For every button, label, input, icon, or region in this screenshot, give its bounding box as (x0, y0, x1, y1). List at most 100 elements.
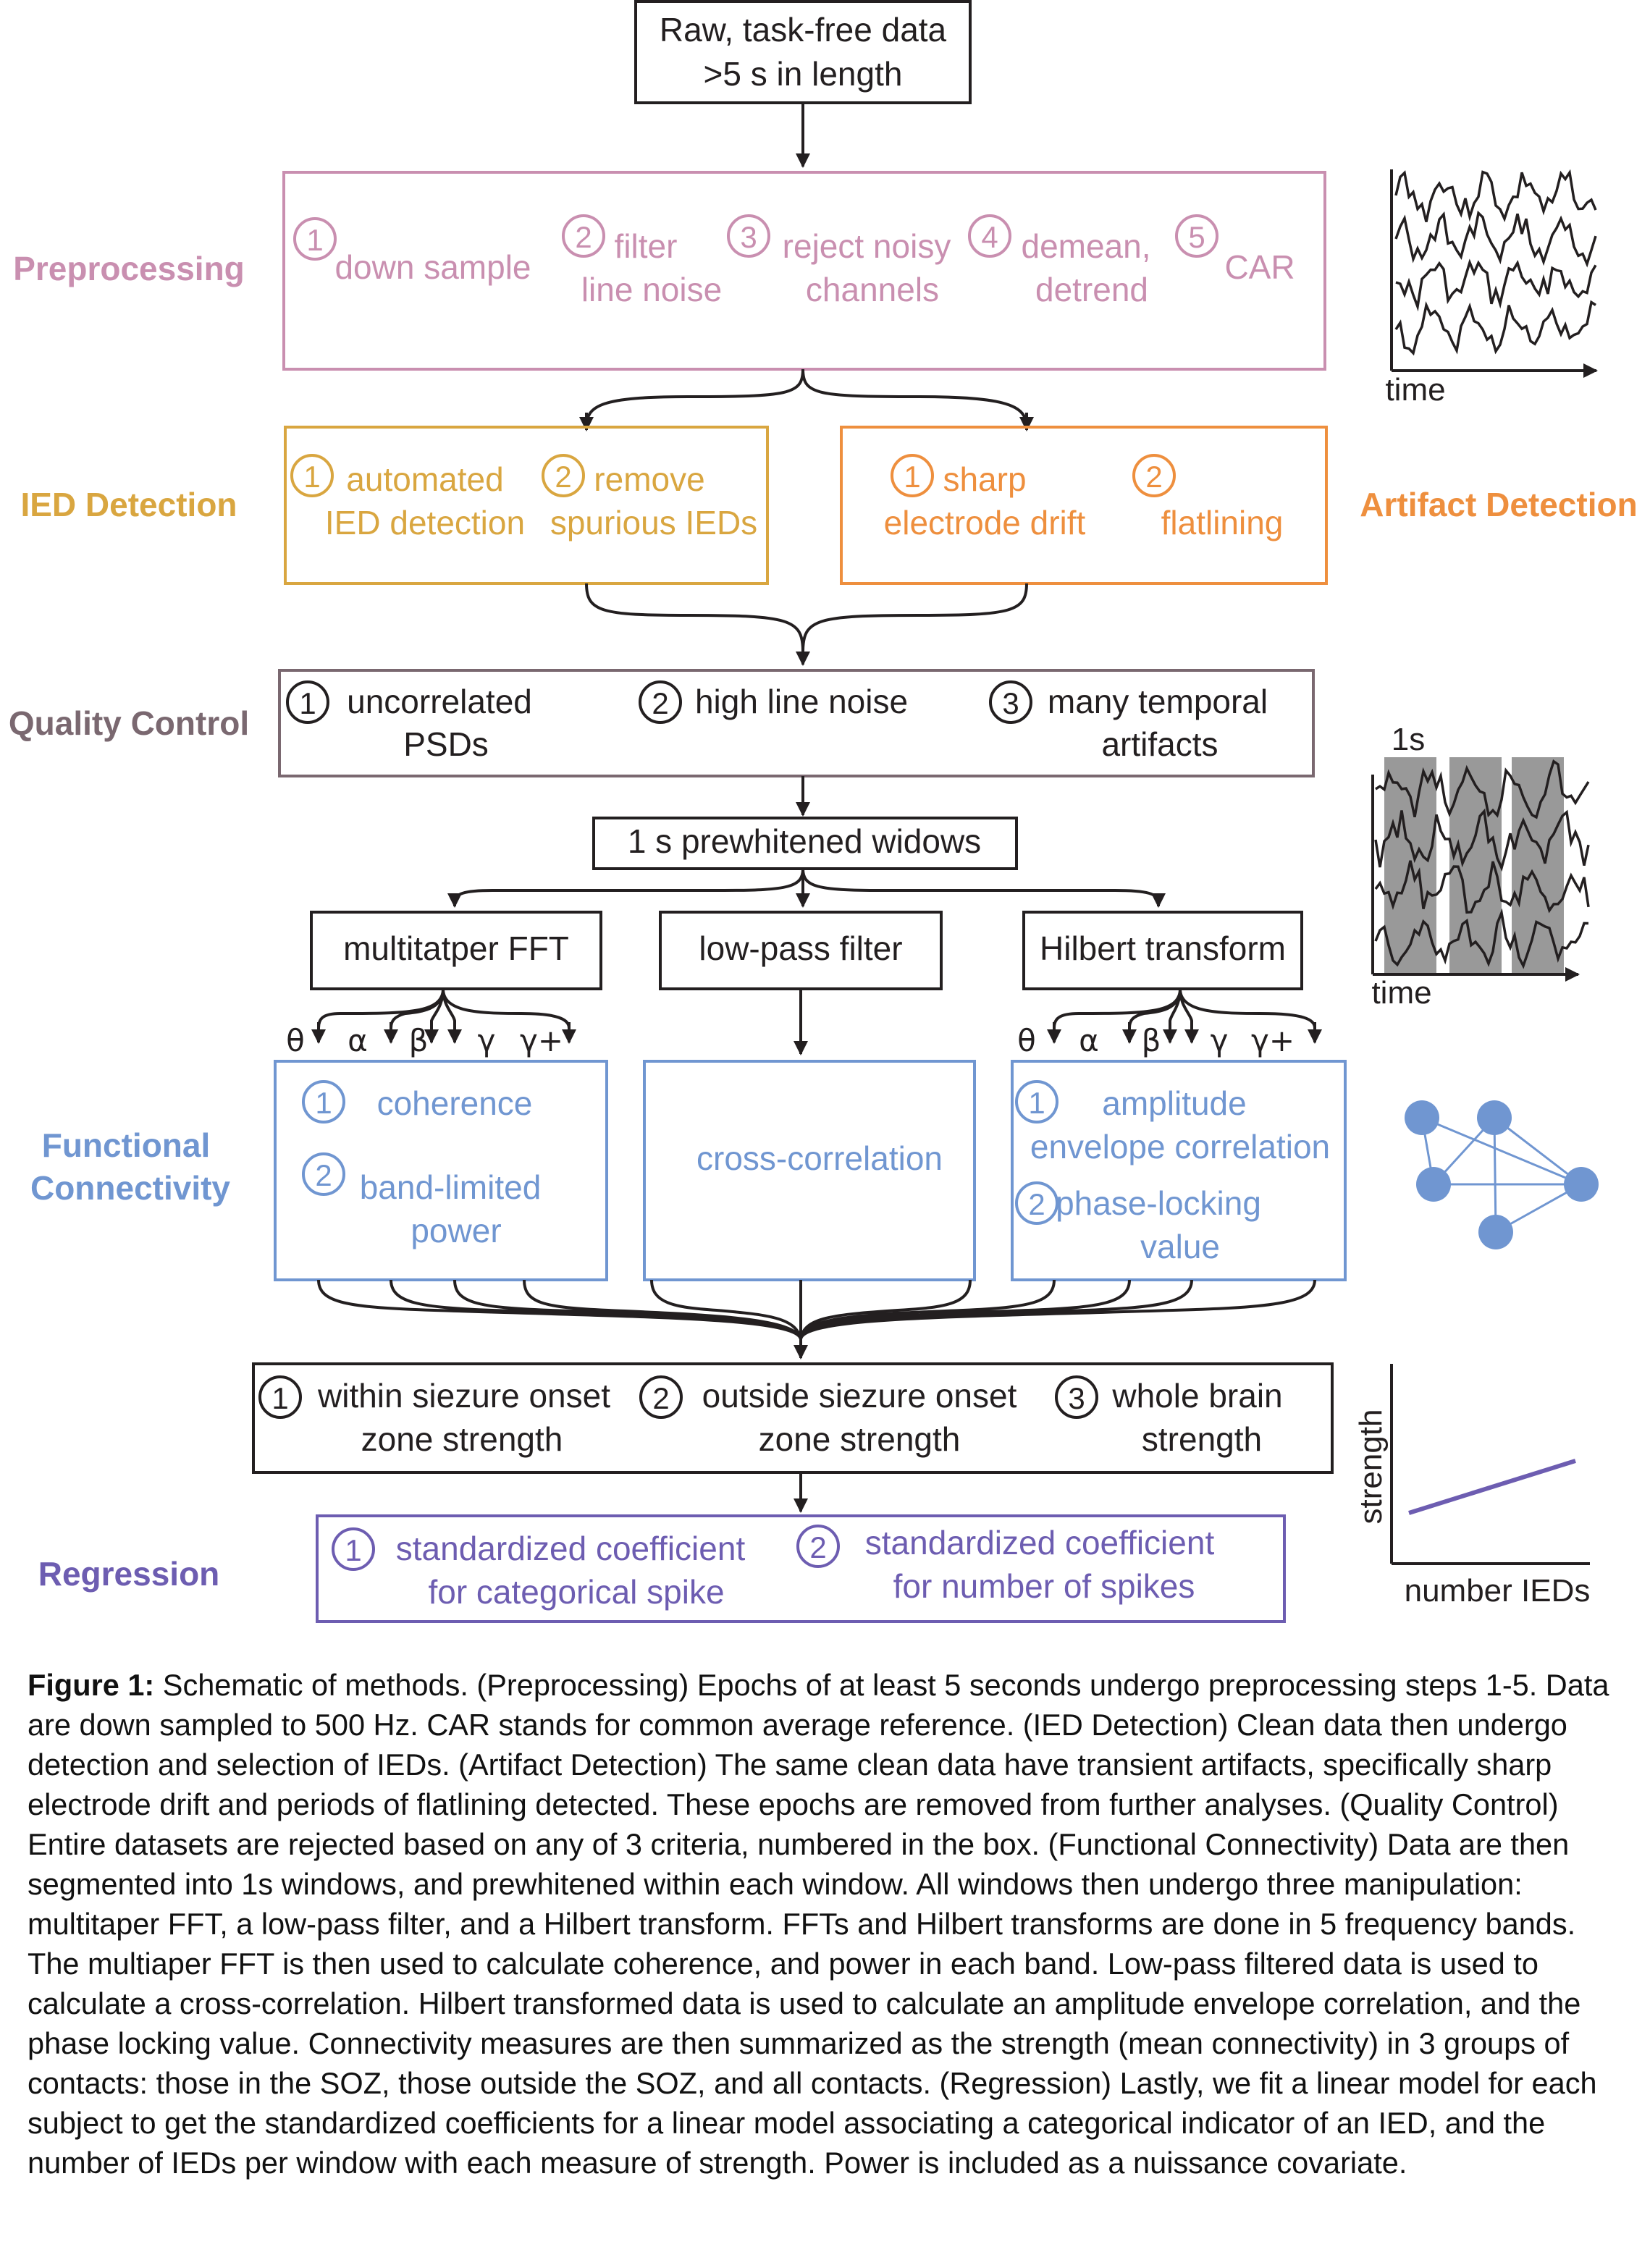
step-number-circle (1015, 1080, 1058, 1124)
step-number: 2 (575, 220, 592, 254)
preprocessing-step-4-line1: demean, (1021, 227, 1150, 265)
signal-trace (1374, 860, 1590, 914)
merge-detection-to-qc (585, 583, 1028, 652)
step-number-circle (293, 217, 337, 261)
signal-trace (1395, 258, 1597, 312)
lowpass-label: low-pass filter (699, 929, 902, 967)
step-number-circle (796, 1525, 840, 1568)
merge-connectivity-to-strength (317, 1279, 1316, 1340)
step-number: 1 (904, 460, 920, 494)
start-line1: Raw, task-free data (660, 11, 947, 49)
step-number: 1 (1028, 1086, 1045, 1120)
regression-line (1408, 1459, 1576, 1515)
methods-flow-diagram: Raw, task-free data >5 s in length Prepr… (9, 0, 1638, 1623)
step-number: 5 (1188, 220, 1205, 254)
step-number-circle (1175, 214, 1218, 258)
step-number-circle (302, 1152, 345, 1196)
fft-measures-box: 1 coherence 2 band-limited power (274, 1060, 608, 1281)
branch-preprocessing-to-detection (585, 368, 1028, 428)
number-spikes-coef-line2: for number of spikes (893, 1567, 1195, 1605)
number-spikes-coef-line1: standardized coefficient (865, 1524, 1215, 1561)
qc-step-1-line2: PSDs (403, 725, 489, 763)
band-theta: θ (286, 1023, 305, 1058)
signal-trace (1394, 210, 1597, 268)
artifact-detection-box: 1 sharp electrode drift 2 flatlining (840, 426, 1328, 585)
signal-trace (1375, 759, 1590, 819)
network-node (1416, 1167, 1451, 1202)
step-number: 2 (555, 460, 571, 494)
fft-box: multitatper FFT (310, 911, 602, 990)
outside-soz-strength-line2: zone strength (759, 1420, 961, 1458)
windowed-traces-time-label: time (1371, 975, 1431, 1011)
quality-control-label: Quality Control (9, 704, 249, 742)
artifact-step-1-line1: sharp (943, 460, 1026, 498)
step-number-circle (639, 1375, 683, 1419)
band-power-measure-line2: power (411, 1212, 501, 1249)
step-number: 4 (981, 220, 998, 254)
ied-step-1-line2: IED detection (325, 504, 525, 541)
hilbert-label: Hilbert transform (1040, 929, 1286, 967)
raw-trace-group (1394, 169, 1597, 356)
window-duration-label: 1s (1392, 722, 1425, 757)
band-theta: θ (1017, 1023, 1036, 1058)
step-number-circle (1015, 1181, 1058, 1225)
step-number-circle (542, 454, 585, 497)
step-number: 2 (1028, 1187, 1045, 1221)
preprocessing-step-2-line2: line noise (581, 271, 722, 308)
step-number-circle (290, 454, 334, 497)
signal-trace (1394, 300, 1596, 356)
preprocessing-step-1: down sample (334, 248, 531, 286)
network-node (1478, 1215, 1513, 1249)
figure-caption: Figure 1: Schematic of methods. (Preproc… (28, 1665, 1620, 2183)
band-gamma: γ (478, 1023, 496, 1058)
soz-strength-line2: zone strength (361, 1420, 563, 1458)
windows-box-label: 1 s prewhitened widows (628, 822, 981, 860)
start-box: Raw, task-free data >5 s in length (634, 0, 972, 104)
strength-vs-ieds-inset: strength number IEDs (1353, 1364, 1590, 1609)
connectivity-label-line2: Connectivity (30, 1169, 230, 1207)
preprocessing-step-3-line2: channels (806, 271, 939, 308)
step-number-circle (332, 1527, 375, 1571)
qc-step-3-line2: artifacts (1101, 725, 1218, 763)
step-number-circle (891, 454, 934, 497)
amplitude-envelope-line2: envelope correlation (1030, 1128, 1330, 1165)
hilbert-band-labels: θ α β γ γ+ (1017, 1023, 1295, 1058)
outside-soz-strength-line1: outside siezure onset (702, 1377, 1017, 1415)
windowed-trace-group (1374, 759, 1590, 969)
fft-band-labels: θ α β γ γ+ (286, 1023, 563, 1058)
raw-traces-time-label: time (1385, 372, 1445, 408)
signal-trace (1374, 908, 1589, 969)
step-number-circle (286, 680, 329, 724)
regression-label: Regression (38, 1555, 220, 1593)
band-gamma: γ (1211, 1023, 1229, 1058)
fft-label: multitatper FFT (343, 929, 569, 967)
raw-traces-inset: time (1385, 169, 1598, 408)
step-number-circle (727, 214, 770, 258)
whole-brain-strength-line2: strength (1142, 1420, 1262, 1458)
artifact-step-1-line2: electrode drift (884, 504, 1086, 541)
soz-strength-line1: within siezure onset (317, 1377, 610, 1415)
ied-step-1-line1: automated (346, 460, 503, 498)
signal-trace (1394, 169, 1597, 223)
quality-control-box: 1 uncorrelated PSDs 2 high line noise 3 … (278, 669, 1315, 777)
step-number: 2 (809, 1530, 826, 1564)
ied-detection-box: 1 automated IED detection 2 remove spuri… (284, 426, 769, 585)
signal-trace (1374, 808, 1590, 872)
phase-locking-line1: phase-locking (1056, 1184, 1261, 1222)
step-number: 1 (315, 1086, 332, 1120)
network-node (1477, 1100, 1512, 1135)
band-beta: β (409, 1023, 429, 1058)
artifact-step-2: flatlining (1161, 504, 1284, 541)
hilbert-band-fan (1053, 988, 1316, 1029)
step-number: 2 (652, 686, 668, 720)
ied-step-2-line1: remove (594, 460, 704, 498)
qc-step-2: high line noise (695, 683, 908, 720)
network-graph-icon (1405, 1100, 1599, 1249)
ied-step-2-line2: spurious IEDs (550, 504, 757, 541)
hilbert-box: Hilbert transform (1022, 911, 1303, 990)
qc-step-3-line1: many temporal (1048, 683, 1268, 720)
window-band (1512, 757, 1564, 974)
step-number: 1 (345, 1533, 361, 1567)
regression-box: 1 standardized coefficient for categoric… (316, 1514, 1286, 1623)
preprocessing-step-3-line1: reject noisy (783, 227, 951, 265)
